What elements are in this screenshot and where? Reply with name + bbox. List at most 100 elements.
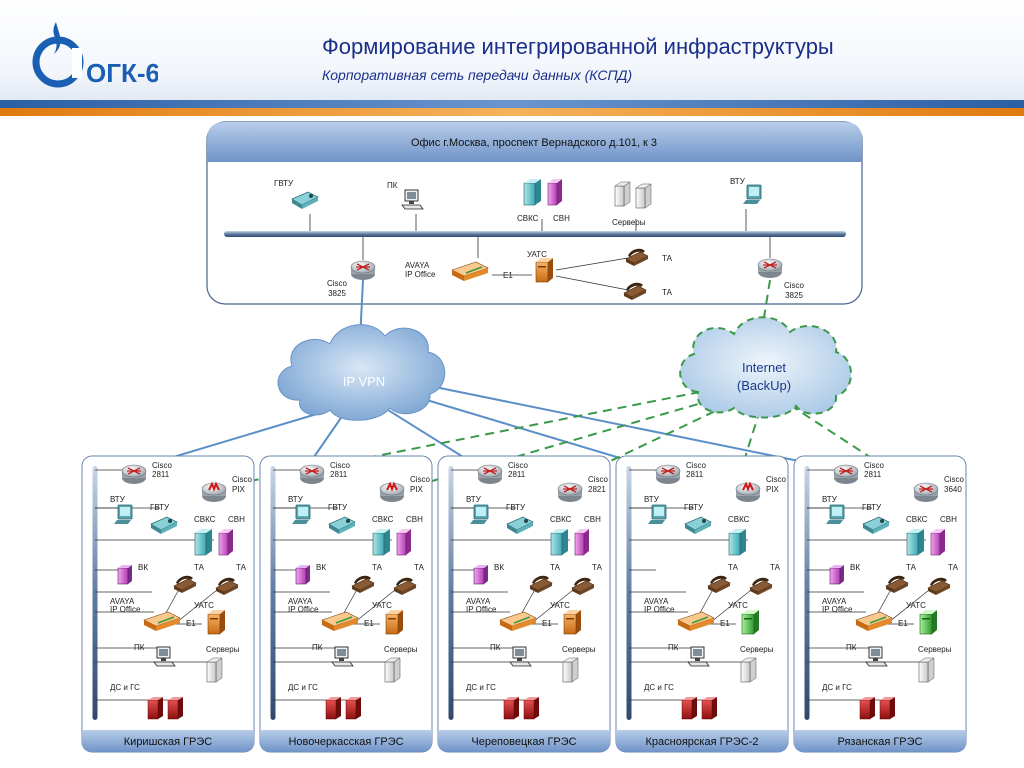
network-diagram: Офис г.Москва, проспект Вернадского д.10… [81,121,967,753]
site-ta2-label: ТА [948,563,959,572]
site-avaya-label-2: IP Office [110,605,141,614]
site-pc-label: ПК [490,643,501,652]
site-vtu-label: ВТУ [644,495,660,504]
site-servers-label: Серверы [918,645,952,654]
office-vtu-label: ВТУ [730,177,746,186]
site-uats-icon [741,609,760,635]
site-uats-label: УАТС [906,601,926,610]
office-ta-bottom-label: ТА [662,288,673,297]
internet-label-1: Internet [742,360,786,375]
site-avaya-label-2: IP Office [822,605,853,614]
office-svks-label: СВКС [517,214,539,223]
site-servers-label: Серверы [562,645,596,654]
header-band-blue [0,100,1024,108]
site-router1-label-2: 2811 [864,470,882,479]
site-lan-bus [448,466,454,720]
office-cisco-right-label-2: 3825 [785,291,803,300]
site-pix-firewall-icon [201,482,227,503]
office-cisco-3825-right-icon [757,258,783,279]
site-router2-label-1: Cisco [232,475,253,484]
site-ds-label: ДС и ГС [466,683,496,692]
site-ta1-label: ТА [550,563,561,572]
office-cisco-3825-left-icon [350,260,376,281]
office-cisco-left-label-1: Cisco [327,279,348,288]
site-router2-label-1: Cisco [766,475,787,484]
office-server-icon-2 [635,183,652,209]
site-avaya-label-1: AVAYA [288,597,313,606]
internet-label-2: (BackUp) [737,378,791,393]
svn-server-icon [547,178,563,206]
site-vk-icon [829,564,845,585]
site-router1-label-2: 2811 [152,470,170,479]
site-ds-server-icon-2 [701,696,718,720]
site-ta1-label: ТА [194,563,205,572]
site-ds-server-icon-1 [681,696,698,720]
site-ta1-label: ТА [906,563,917,572]
office-e1-label: E1 [503,271,513,280]
site-vk-label: ВК [316,563,326,572]
site-router-2-icon [913,482,939,503]
site-pc-label: ПК [312,643,323,652]
ip-vpn-label: IP VPN [343,374,385,389]
site-router2-label-2: PIX [766,485,780,494]
site-servers-label: Серверы [206,645,240,654]
office-cisco-right-label-1: Cisco [784,281,805,290]
site-vk-icon [473,564,489,585]
site-gvtu-label: ГВТУ [862,503,882,512]
site-panel: Череповецкая ГРЭСCisco2811Cisco2821ВТУГВ… [437,455,611,753]
site-svn-server-icon [218,528,234,556]
logo-text: ОГК-6 [86,58,158,88]
site-uats-icon [919,609,938,635]
site-name: Киришская ГРЭС [124,736,213,748]
site-svks-server-icon [550,528,569,556]
site-ds-server-icon-1 [859,696,876,720]
internet-backup-cloud: Internet (BackUp) [679,316,852,419]
site-ds-label: ДС и ГС [288,683,318,692]
site-svks-server-icon [372,528,391,556]
site-router-icon [477,464,503,485]
site-svks-label: СВКС [728,515,750,524]
site-vk-icon [295,564,311,585]
site-ds-server-icon-1 [503,696,520,720]
site-name: Новочеркасская ГРЭС [288,736,403,748]
site-ds-server-icon-2 [523,696,540,720]
office-title: Офис г.Москва, проспект Вернадского д.10… [411,137,657,149]
site-svks-label: СВКС [550,515,572,524]
site-panel: Киришская ГРЭСCisco2811CiscoPIXВТУГВТУСВ… [81,455,255,753]
site-gvtu-label: ГВТУ [506,503,526,512]
site-servers-label: Серверы [384,645,418,654]
site-name: Череповецкая ГРЭС [471,736,576,748]
site-name: Рязанская ГРЭС [838,736,923,748]
site-ds-server-icon-2 [167,696,184,720]
site-gvtu-label: ГВТУ [328,503,348,512]
office-avaya-label-2: IP Office [405,270,436,279]
site-router1-label-1: Cisco [686,461,707,470]
site-svks-label: СВКС [194,515,216,524]
site-e1-label: E1 [720,619,730,628]
site-uats-label: УАТС [372,601,392,610]
office-uats-icon [535,257,554,283]
page-subtitle: Корпоративная сеть передачи данных (КСПД… [322,67,633,83]
site-e1-label: E1 [542,619,552,628]
site-router2-label-2: 3640 [944,485,962,494]
site-svks-label: СВКС [372,515,394,524]
site-ds-server-icon-1 [325,696,342,720]
site-server-icon [562,657,579,683]
site-uats-label: УАТС [194,601,214,610]
site-router-icon [121,464,147,485]
site-router2-label-1: Cisco [410,475,431,484]
site-pix-firewall-icon [735,482,761,503]
site-svn-label: СВН [584,515,601,524]
site-router2-label-2: 2821 [588,485,606,494]
site-e1-label: E1 [364,619,374,628]
office-gvtu-label: ГВТУ [274,179,294,188]
office-pc-label: ПК [387,181,398,190]
site-router1-label-1: Cisco [330,461,351,470]
site-vk-icon [117,564,133,585]
office-uats-label: УАТС [527,250,547,259]
site-svks-server-icon [194,528,213,556]
site-lan-bus [804,466,810,720]
site-vtu-label: ВТУ [288,495,304,504]
site-ta2-label: ТА [414,563,425,572]
site-ta1-label: ТА [728,563,739,572]
